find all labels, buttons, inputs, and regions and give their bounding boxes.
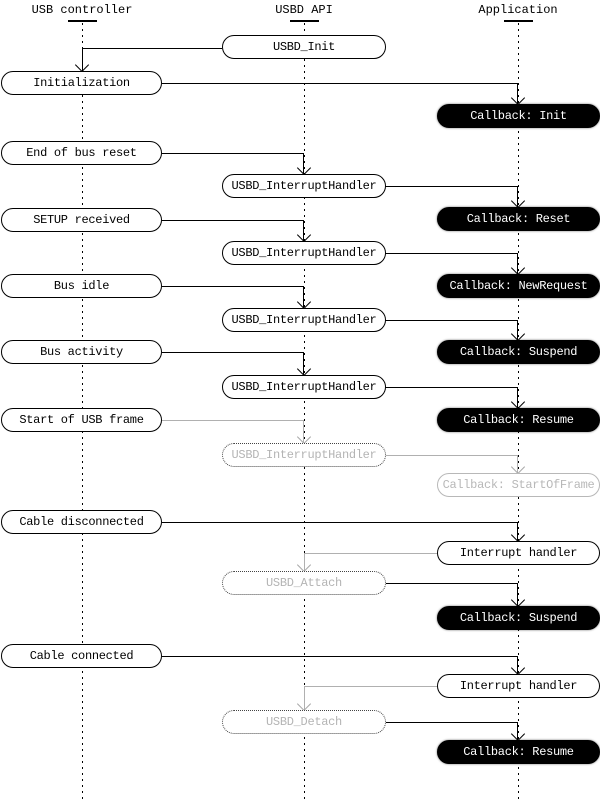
column-header-usbd-api: USBD API (275, 3, 333, 17)
node-interrupt-handler-1: Interrupt handler (437, 541, 600, 565)
connector-interrupt-handler-to-usbd-attach (304, 553, 437, 571)
connector-handler-to-callback-suspend (385, 320, 518, 340)
lifeline-usbd-api (304, 23, 305, 803)
connector-handler-to-callback-newrequest (385, 253, 518, 274)
connector-cable-disconnected-to-interrupt-handler (162, 522, 518, 541)
node-usbd-attach: USBD_Attach (222, 571, 386, 595)
node-callback-resume-1: Callback: Resume (437, 408, 600, 432)
node-callback-suspend-1: Callback: Suspend (437, 340, 600, 364)
node-usbd-interrupthandler-3: USBD_InterruptHandler (222, 308, 386, 332)
node-usbd-interrupthandler-4: USBD_InterruptHandler (222, 375, 386, 399)
connector-handler-to-callback-resume (385, 387, 518, 408)
node-callback-init: Callback: Init (437, 104, 600, 128)
column-header-application: Application (478, 3, 558, 17)
connector-bus-activity-to-handler (162, 352, 304, 375)
node-usbd-init: USBD_Init (222, 35, 386, 59)
connector-initialization-to-callback-init (162, 83, 518, 104)
connector-handler-to-callback-startofframe (385, 455, 518, 473)
node-usbd-interrupthandler-5: USBD_InterruptHandler (222, 443, 386, 467)
node-cable-disconnected: Cable disconnected (1, 510, 162, 534)
node-setup-received: SETUP received (1, 208, 162, 232)
node-usbd-interrupthandler-1: USBD_InterruptHandler (222, 174, 386, 198)
connector-usbd-attach-to-callback-suspend (385, 583, 518, 606)
connector-end-of-bus-reset-to-handler (162, 153, 304, 174)
node-callback-newrequest: Callback: NewRequest (437, 274, 600, 298)
node-bus-idle: Bus idle (1, 274, 162, 298)
connector-cable-connected-to-interrupt-handler (162, 656, 518, 674)
connector-usbd-detach-to-callback-resume (385, 722, 518, 740)
node-callback-startofframe: Callback: StartOfFrame (437, 473, 600, 497)
node-usbd-interrupthandler-2: USBD_InterruptHandler (222, 241, 386, 265)
connector-start-of-usb-frame-to-handler (162, 420, 304, 443)
node-initialization: Initialization (1, 71, 162, 95)
column-header-usb-controller: USB controller (31, 3, 133, 17)
node-cable-connected: Cable connected (1, 644, 162, 668)
node-end-of-bus-reset: End of bus reset (1, 141, 162, 165)
node-callback-reset: Callback: Reset (437, 207, 600, 231)
node-start-of-usb-frame: Start of USB frame (1, 408, 162, 432)
connector-bus-idle-to-handler (162, 286, 304, 308)
connector-usbd-init-to-initialization (82, 48, 222, 71)
node-usbd-detach: USBD_Detach (222, 710, 386, 734)
column-header-bar (504, 20, 533, 22)
node-callback-resume-2: Callback: Resume (437, 740, 600, 764)
node-bus-activity: Bus activity (1, 340, 162, 364)
column-header-bar (68, 20, 97, 22)
node-interrupt-handler-2: Interrupt handler (437, 674, 600, 698)
connector-setup-received-to-handler (162, 220, 304, 241)
column-header-bar (290, 20, 319, 22)
connector-handler-to-callback-reset (385, 186, 518, 207)
node-callback-suspend-2: Callback: Suspend (437, 606, 600, 630)
connector-interrupt-handler-to-usbd-detach (304, 686, 437, 710)
